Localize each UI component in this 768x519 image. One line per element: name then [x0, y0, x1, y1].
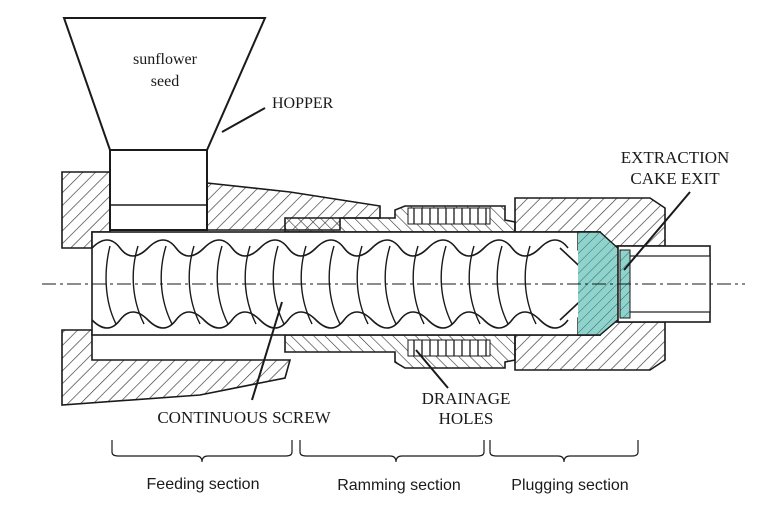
- extraction-label-line1: EXTRACTION: [621, 148, 730, 167]
- hopper-label: HOPPER: [272, 95, 334, 112]
- hopper: [62, 17, 267, 231]
- plugging-section-label: Plugging section: [511, 477, 628, 494]
- screw-label: CONTINUOUS SCREW: [157, 408, 331, 427]
- hopper-content-line1: sunflower: [133, 51, 198, 68]
- feeding-section-label: Feeding section: [147, 476, 260, 493]
- drainage-label-line1: DRAINAGE: [422, 389, 511, 408]
- continuous-screw: [91, 239, 591, 329]
- barrel-bore: [91, 231, 591, 336]
- section-brackets: [111, 440, 639, 463]
- barrel-housing: [61, 171, 666, 406]
- hopper-content-line2: seed: [151, 73, 179, 90]
- drainage-label-line2: HOLES: [439, 409, 494, 428]
- extraction-label-line2: CAKE EXIT: [630, 169, 720, 188]
- ramming-section-label: Ramming section: [337, 477, 461, 494]
- leader-lines: [221, 107, 691, 401]
